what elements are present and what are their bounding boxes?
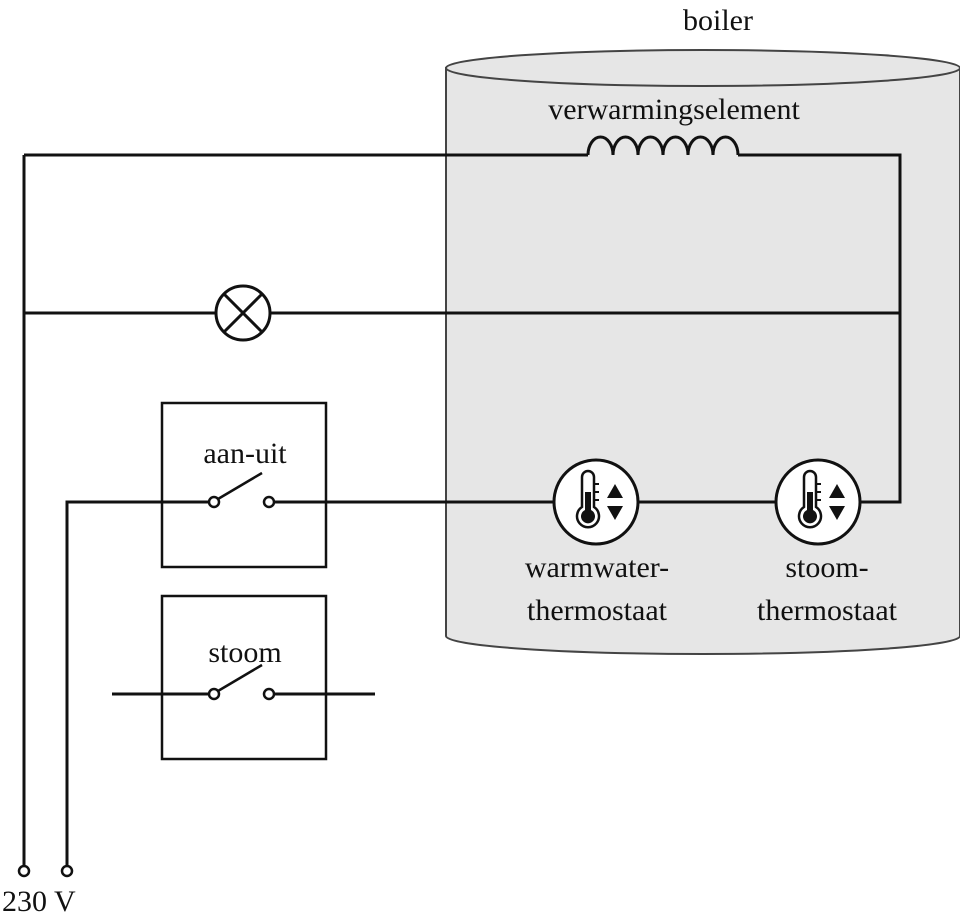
hot-water-thermostat-label-1: warmwater- bbox=[525, 551, 669, 584]
thermometer-updown-icon bbox=[552, 458, 640, 546]
hot-water-thermostat-label-2: thermostaat bbox=[527, 594, 668, 627]
terminal-right bbox=[60, 864, 74, 878]
switch-steam bbox=[112, 663, 375, 701]
boiler-tank bbox=[445, 49, 960, 655]
boiler-label: boiler bbox=[683, 4, 753, 37]
lamp-cross-icon bbox=[214, 284, 272, 342]
terminal-left bbox=[17, 864, 31, 878]
steam-thermostat-label-1: stoom- bbox=[785, 551, 868, 584]
switch-on-off-box bbox=[160, 401, 328, 569]
thermometer-updown-icon bbox=[774, 458, 862, 546]
switch-on-off bbox=[207, 471, 276, 509]
switch-steam-label: stoom bbox=[208, 636, 281, 669]
voltage-label: 230 V bbox=[2, 885, 76, 918]
switch-on-off-label: aan-uit bbox=[203, 437, 287, 470]
heating-element-label: verwarmingselement bbox=[548, 93, 800, 126]
switch-steam-box bbox=[160, 594, 328, 761]
right-supply-wire bbox=[65, 500, 209, 866]
heating-element-wire bbox=[24, 135, 902, 504]
steam-thermostat-label-2: thermostaat bbox=[757, 594, 898, 627]
